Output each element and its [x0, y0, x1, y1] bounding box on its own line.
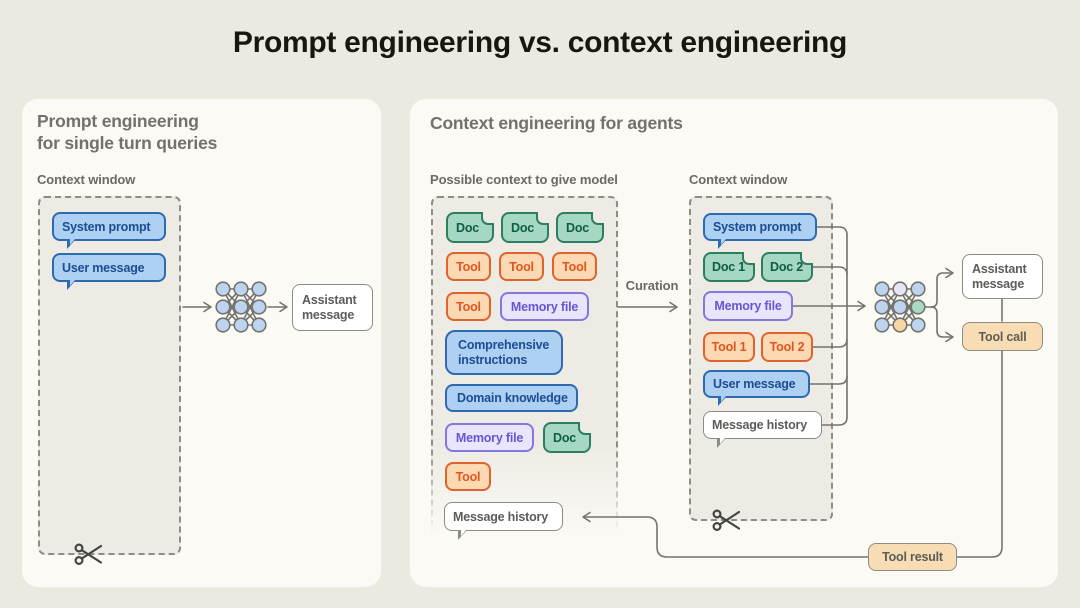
tool-box: Tool [445, 462, 491, 491]
tool-result-box: Tool result [868, 543, 957, 571]
doc-box: Doc [543, 422, 591, 453]
doc-box: Doc [446, 212, 494, 243]
tool-2-box: Tool 2 [761, 332, 813, 362]
comprehensive-instructions-box: Comprehensive instructions [445, 330, 563, 375]
right-context-window-label: Context window [689, 172, 788, 187]
curation-label: Curation [625, 278, 679, 293]
tool-box: Tool [446, 252, 491, 281]
doc-box: Doc [556, 212, 604, 243]
memory-file-box: Memory file [500, 292, 589, 321]
left-context-window-label: Context window [37, 172, 136, 187]
message-history-box: Message history [444, 502, 563, 540]
memory-file-box: Memory file [703, 291, 793, 321]
right-panel-heading: Context engineering for agents [430, 113, 683, 133]
doc-box: Doc [501, 212, 549, 243]
doc-1-box: Doc 1 [703, 252, 755, 282]
tool-box: Tool [446, 292, 491, 321]
left-context-window-frame [38, 196, 181, 555]
memory-file-box: Memory file [445, 423, 534, 452]
domain-knowledge-box: Domain knowledge [445, 384, 578, 412]
tool-1-box: Tool 1 [703, 332, 755, 362]
possible-context-label: Possible context to give model [430, 172, 618, 187]
left-panel-heading-line1: Prompt engineering [37, 111, 199, 131]
system-prompt-box: System prompt [703, 213, 817, 249]
left-panel-heading-line2: for single turn queries [37, 133, 218, 153]
assistant-message-box: Assistant message [292, 284, 373, 331]
tool-box: Tool [499, 252, 544, 281]
tool-box: Tool [552, 252, 597, 281]
user-message-box: User message [703, 370, 810, 406]
assistant-message-box: Assistant message [962, 254, 1043, 299]
doc-2-box: Doc 2 [761, 252, 813, 282]
system-prompt-box: System prompt [52, 212, 166, 249]
page-title: Prompt engineering vs. context engineeri… [232, 26, 848, 59]
message-history-box: Message history [703, 411, 822, 448]
left-panel-heading: Prompt engineering for single turn queri… [37, 110, 217, 154]
user-message-box: User message [52, 253, 166, 290]
tool-call-box: Tool call [962, 322, 1043, 351]
